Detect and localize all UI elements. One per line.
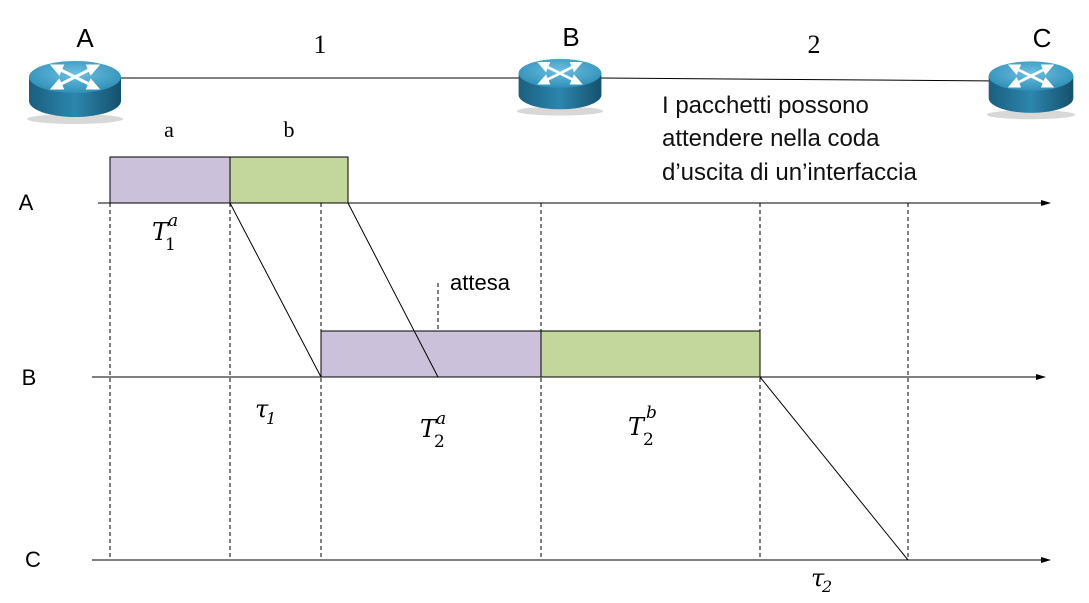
packet-label-b: b bbox=[284, 117, 295, 142]
propagation-link-2 bbox=[759, 376, 909, 561]
queue-note-line-1: I pacchetti possono bbox=[662, 92, 869, 119]
symbol-subscript: 2 bbox=[643, 430, 654, 450]
symbol-subscript: 2 bbox=[821, 577, 832, 596]
node-label-b: B bbox=[562, 22, 579, 52]
link-2-line bbox=[599, 77, 1001, 82]
symbol-base: T bbox=[152, 218, 170, 246]
packet-b-tx-on-link-2 bbox=[540, 330, 761, 378]
packet-a-tx-on-link-1 bbox=[109, 156, 231, 204]
wait-label: attesa bbox=[450, 270, 511, 295]
queue-note-line-2: attendere nella coda bbox=[662, 125, 880, 152]
symbol-subscript: 1 bbox=[165, 235, 176, 255]
packet-label-a: a bbox=[164, 117, 174, 142]
symbol-subscript: 1 bbox=[266, 409, 276, 428]
symbol-base: T bbox=[628, 413, 646, 441]
time-guides bbox=[109, 203, 909, 560]
router-icon-b bbox=[515, 57, 605, 118]
propagation-b-start bbox=[347, 202, 439, 378]
link-label-1: 1 bbox=[314, 30, 327, 59]
symbol-superscript: a bbox=[168, 211, 178, 231]
node-label-c: C bbox=[1033, 23, 1052, 53]
symbol-superscript: b bbox=[646, 403, 657, 423]
timeline-label-b: B bbox=[22, 365, 37, 390]
propagation-delay-tau2: τ2 bbox=[811, 564, 832, 596]
timeline-label-a: A bbox=[19, 190, 34, 215]
tx-time-t1a: Ta 1 bbox=[152, 211, 178, 255]
packet-a-tx-on-link-2 bbox=[320, 330, 542, 378]
symbol-base: T bbox=[420, 415, 438, 443]
router-icon-a bbox=[25, 59, 125, 125]
propagation-delay-tau1: τ1 bbox=[255, 395, 276, 428]
symbol-superscript: a bbox=[436, 409, 446, 429]
timeline-label-c: C bbox=[25, 547, 41, 572]
node-label-a: A bbox=[76, 23, 94, 53]
router-icon-c bbox=[985, 59, 1077, 121]
symbol-base: τ bbox=[255, 395, 269, 423]
link-label-2: 2 bbox=[808, 30, 821, 59]
packet-b-tx-on-link-1 bbox=[229, 156, 349, 204]
tx-time-t2a: Ta 2 bbox=[420, 409, 446, 452]
symbol-base: τ bbox=[811, 564, 825, 592]
queue-note-line-3: d’uscita di un’interfaccia bbox=[662, 159, 917, 186]
symbol-subscript: 2 bbox=[434, 432, 445, 452]
propagation-a-start bbox=[229, 202, 322, 378]
